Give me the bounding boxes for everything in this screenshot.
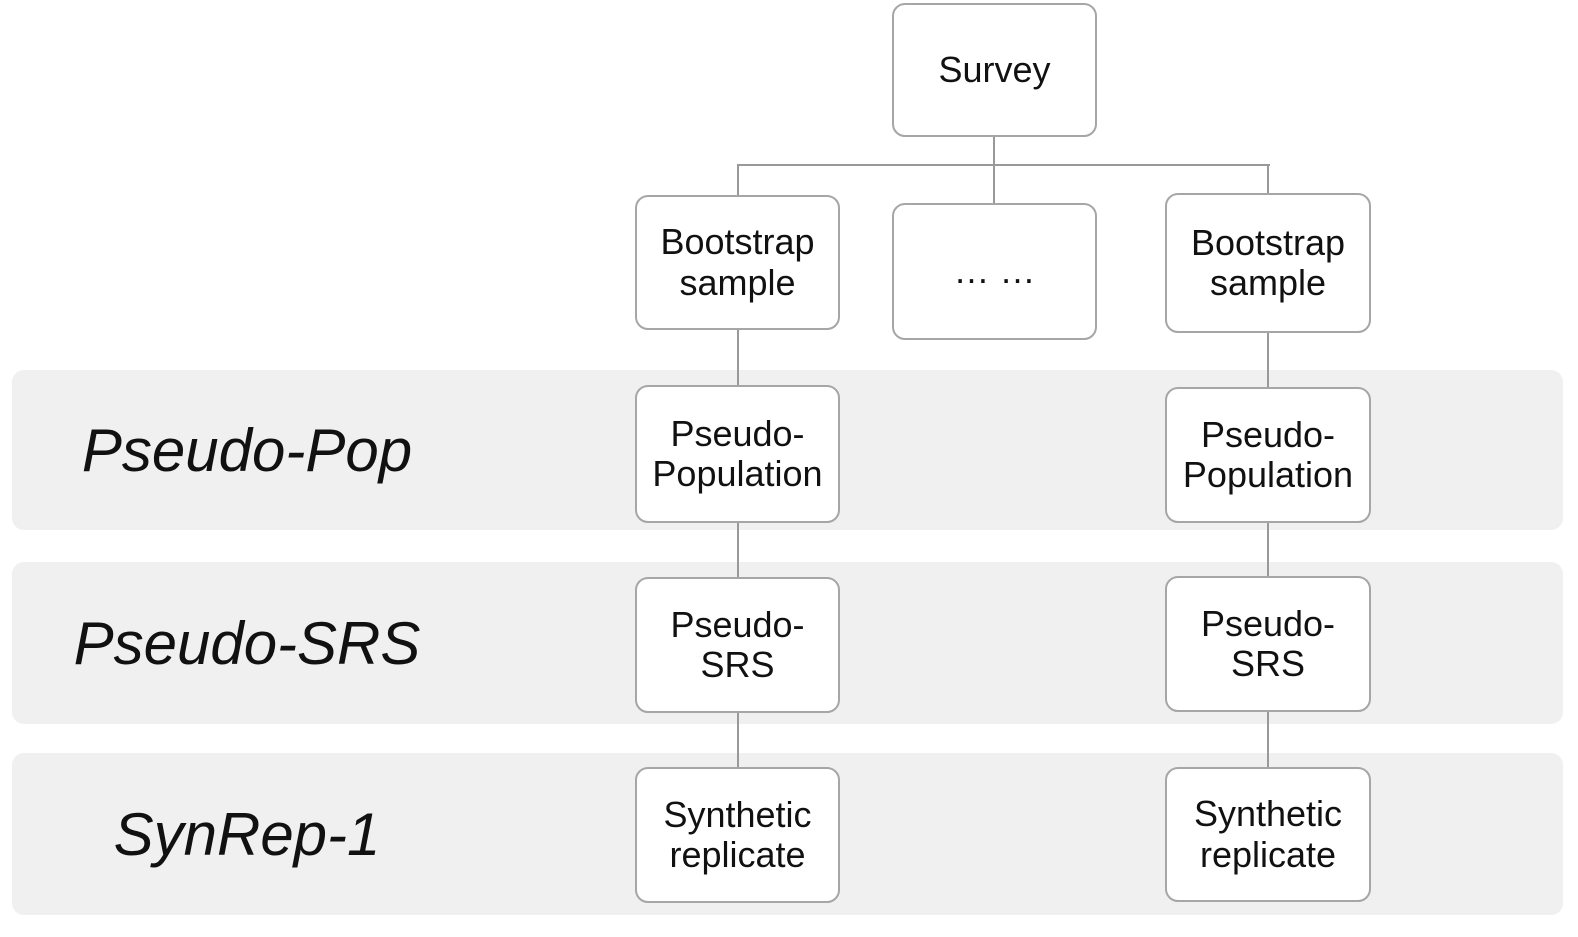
node-survey: Survey bbox=[892, 3, 1097, 137]
node-pseudo-population-right: Pseudo- Population bbox=[1165, 387, 1371, 523]
node-pseudo-population-left: Pseudo- Population bbox=[635, 385, 840, 523]
row-label-pseudo-srs: Pseudo-SRS bbox=[73, 609, 421, 677]
node-bootstrap-sample-left: Bootstrap sample bbox=[635, 195, 840, 330]
node-ellipsis: … … bbox=[892, 203, 1097, 340]
connector-survey-to-ellipsis bbox=[993, 137, 995, 204]
connector-bootstrap-to-pseudopop-left bbox=[737, 329, 739, 386]
node-pseudo-srs-right: Pseudo- SRS bbox=[1165, 576, 1371, 712]
connector-drop-left bbox=[737, 164, 739, 196]
node-synthetic-replicate-right: Synthetic replicate bbox=[1165, 767, 1371, 902]
connector-pseudopop-to-pseudosrs-right bbox=[1267, 522, 1269, 577]
connector-pseudosrs-to-synthetic-left bbox=[737, 712, 739, 768]
node-pseudo-srs-left: Pseudo- SRS bbox=[635, 577, 840, 713]
row-label-pseudo-pop: Pseudo-Pop bbox=[81, 416, 413, 484]
node-bootstrap-sample-right: Bootstrap sample bbox=[1165, 193, 1371, 333]
row-label-synrep-1: SynRep-1 bbox=[113, 800, 381, 868]
connector-horizontal-bar bbox=[737, 164, 1270, 166]
node-synthetic-replicate-left: Synthetic replicate bbox=[635, 767, 840, 903]
connector-pseudopop-to-pseudosrs-left bbox=[737, 522, 739, 578]
connector-bootstrap-to-pseudopop-right bbox=[1267, 332, 1269, 388]
connector-pseudosrs-to-synthetic-right bbox=[1267, 711, 1269, 768]
connector-drop-right bbox=[1267, 164, 1269, 194]
